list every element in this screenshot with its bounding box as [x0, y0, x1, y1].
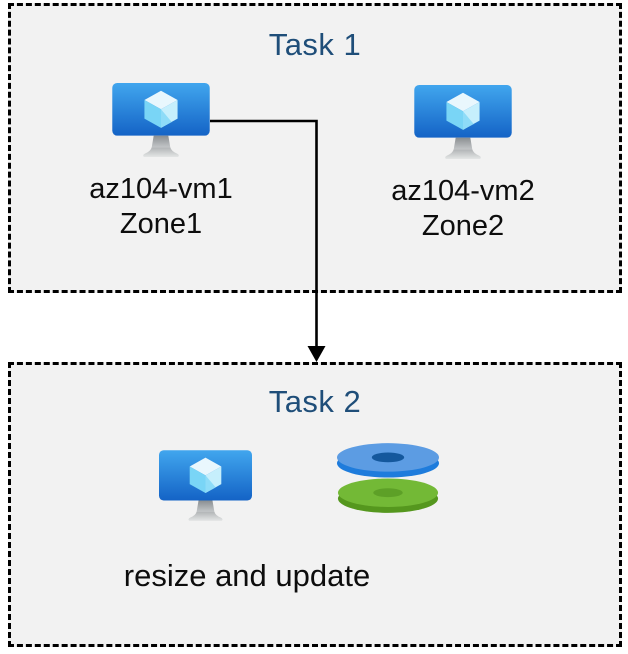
task1-title: Task 1 [268, 27, 362, 62]
vm-label-block: az104-vm2 Zone2 [391, 174, 534, 244]
task2-box: Task 2 resize and update [8, 362, 622, 647]
vm-group-az104-vm1: az104-vm1 Zone1 [61, 83, 261, 242]
task1-box: Task 1 az104-vm1 Zone1 az104-vm2 Zone2 [8, 3, 622, 293]
managed-disks-icon [336, 442, 440, 514]
vm-name-label: az104-vm1 [89, 173, 233, 205]
virtual-machine-icon [112, 83, 210, 159]
vm-zone-label: Zone2 [421, 210, 505, 242]
task2-caption: resize and update [123, 558, 371, 593]
vm-label-block: az104-vm1 Zone1 [89, 172, 232, 242]
virtual-machine-icon [414, 85, 512, 161]
virtual-machine-icon [159, 450, 252, 523]
vm-name-label: az104-vm2 [391, 175, 535, 207]
vm-zone-label: Zone1 [119, 208, 203, 240]
vm-group-az104-vm2: az104-vm2 Zone2 [363, 85, 563, 244]
task2-title: Task 2 [268, 384, 362, 419]
